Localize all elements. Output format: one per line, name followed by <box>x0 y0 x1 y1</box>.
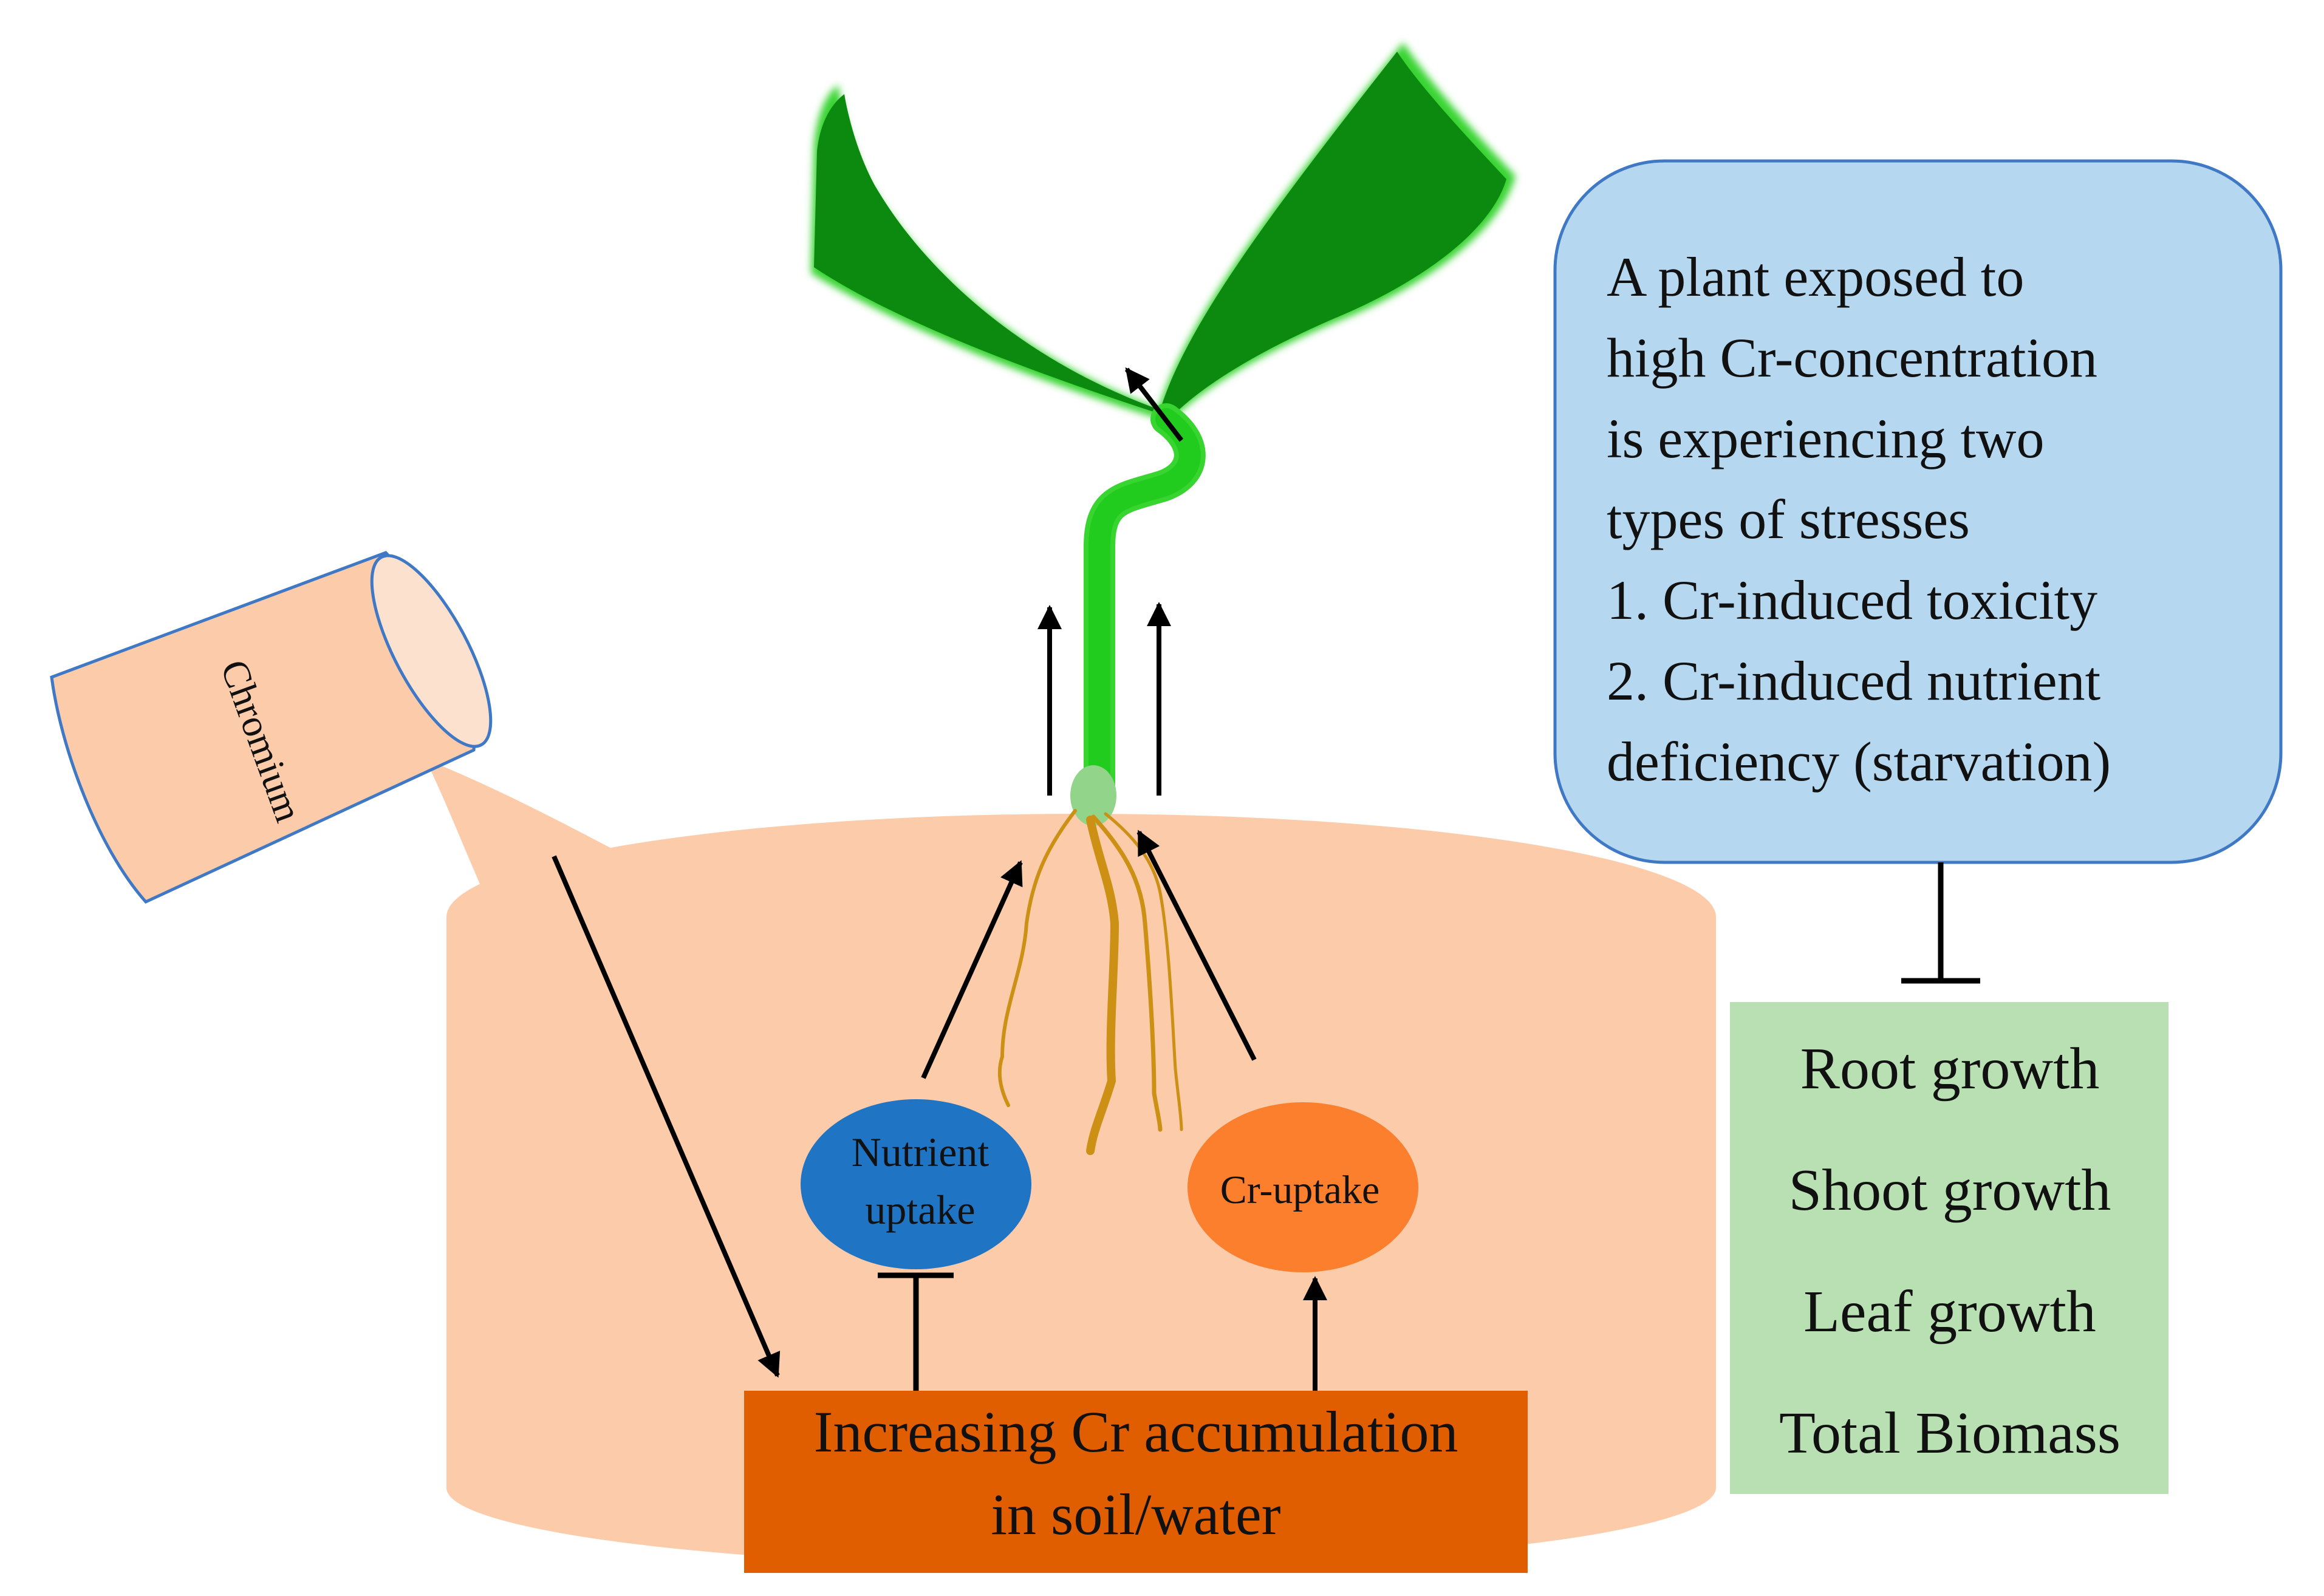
nutrient-to-root-arrow <box>921 860 1023 1079</box>
info-line: deficiency (starvation) <box>1607 731 2111 793</box>
growth-item-biomass: Total Biomass <box>1779 1400 2121 1466</box>
pour-stream <box>425 759 638 923</box>
soil-top-ellipse <box>446 814 1716 1020</box>
nutrient-uptake-label: Nutrient uptake <box>802 1124 1039 1239</box>
info-line: types of stresses <box>1607 488 1970 550</box>
to-leaf-arrow <box>1124 367 1184 442</box>
accumulation-line-2: in soil/water <box>991 1482 1281 1547</box>
left-leaf <box>814 94 1160 413</box>
nutrient-line-2: uptake <box>865 1187 976 1233</box>
inhibition-marker-info <box>1901 862 1980 984</box>
cup-opening <box>370 554 493 748</box>
inhibition-marker-nutrient <box>878 1272 954 1391</box>
accumulation-label: Increasing Cr accumulation in soil/water <box>744 1391 1528 1556</box>
accumulation-box <box>744 1391 1528 1573</box>
info-line: high Cr-concentration <box>1607 327 2098 389</box>
growth-item-root: Root growth <box>1800 1036 2100 1102</box>
growth-list: Root growth Shoot growth Leaf growth Tot… <box>1731 1008 2168 1494</box>
cr-to-root-arrow <box>1136 830 1257 1061</box>
cr-uptake-label: Cr-uptake <box>1220 1168 1380 1212</box>
info-line: A plant exposed to <box>1607 246 2025 308</box>
plant-stem <box>1070 403 1206 826</box>
growth-item-leaf: Leaf growth <box>1803 1279 2096 1345</box>
growth-item-shoot: Shoot growth <box>1788 1158 2111 1223</box>
accumulation-line-1: Increasing Cr accumulation <box>813 1399 1458 1464</box>
plant-leaves <box>811 43 1516 419</box>
pour-to-accumulation-arrow <box>552 855 781 1378</box>
plant-roots <box>997 809 1183 1155</box>
stress-info-box <box>1553 159 2283 864</box>
chromium-container <box>50 551 638 923</box>
cr-uptake-node <box>1188 1102 1418 1272</box>
arrows <box>552 367 1327 1391</box>
info-line: 2. Cr-induced nutrient <box>1607 650 2101 712</box>
stress-info-text: A plant exposed to high Cr-concentration… <box>1607 237 2293 802</box>
right-leaf <box>1160 52 1506 416</box>
nutrient-uptake-node <box>801 1099 1031 1269</box>
nutrient-line-1: Nutrient <box>851 1129 989 1175</box>
info-line: is experiencing two <box>1607 408 2045 469</box>
info-line: 1. Cr-induced toxicity <box>1607 569 2098 631</box>
growth-box <box>1730 1002 2168 1494</box>
root-collar <box>1070 765 1116 826</box>
